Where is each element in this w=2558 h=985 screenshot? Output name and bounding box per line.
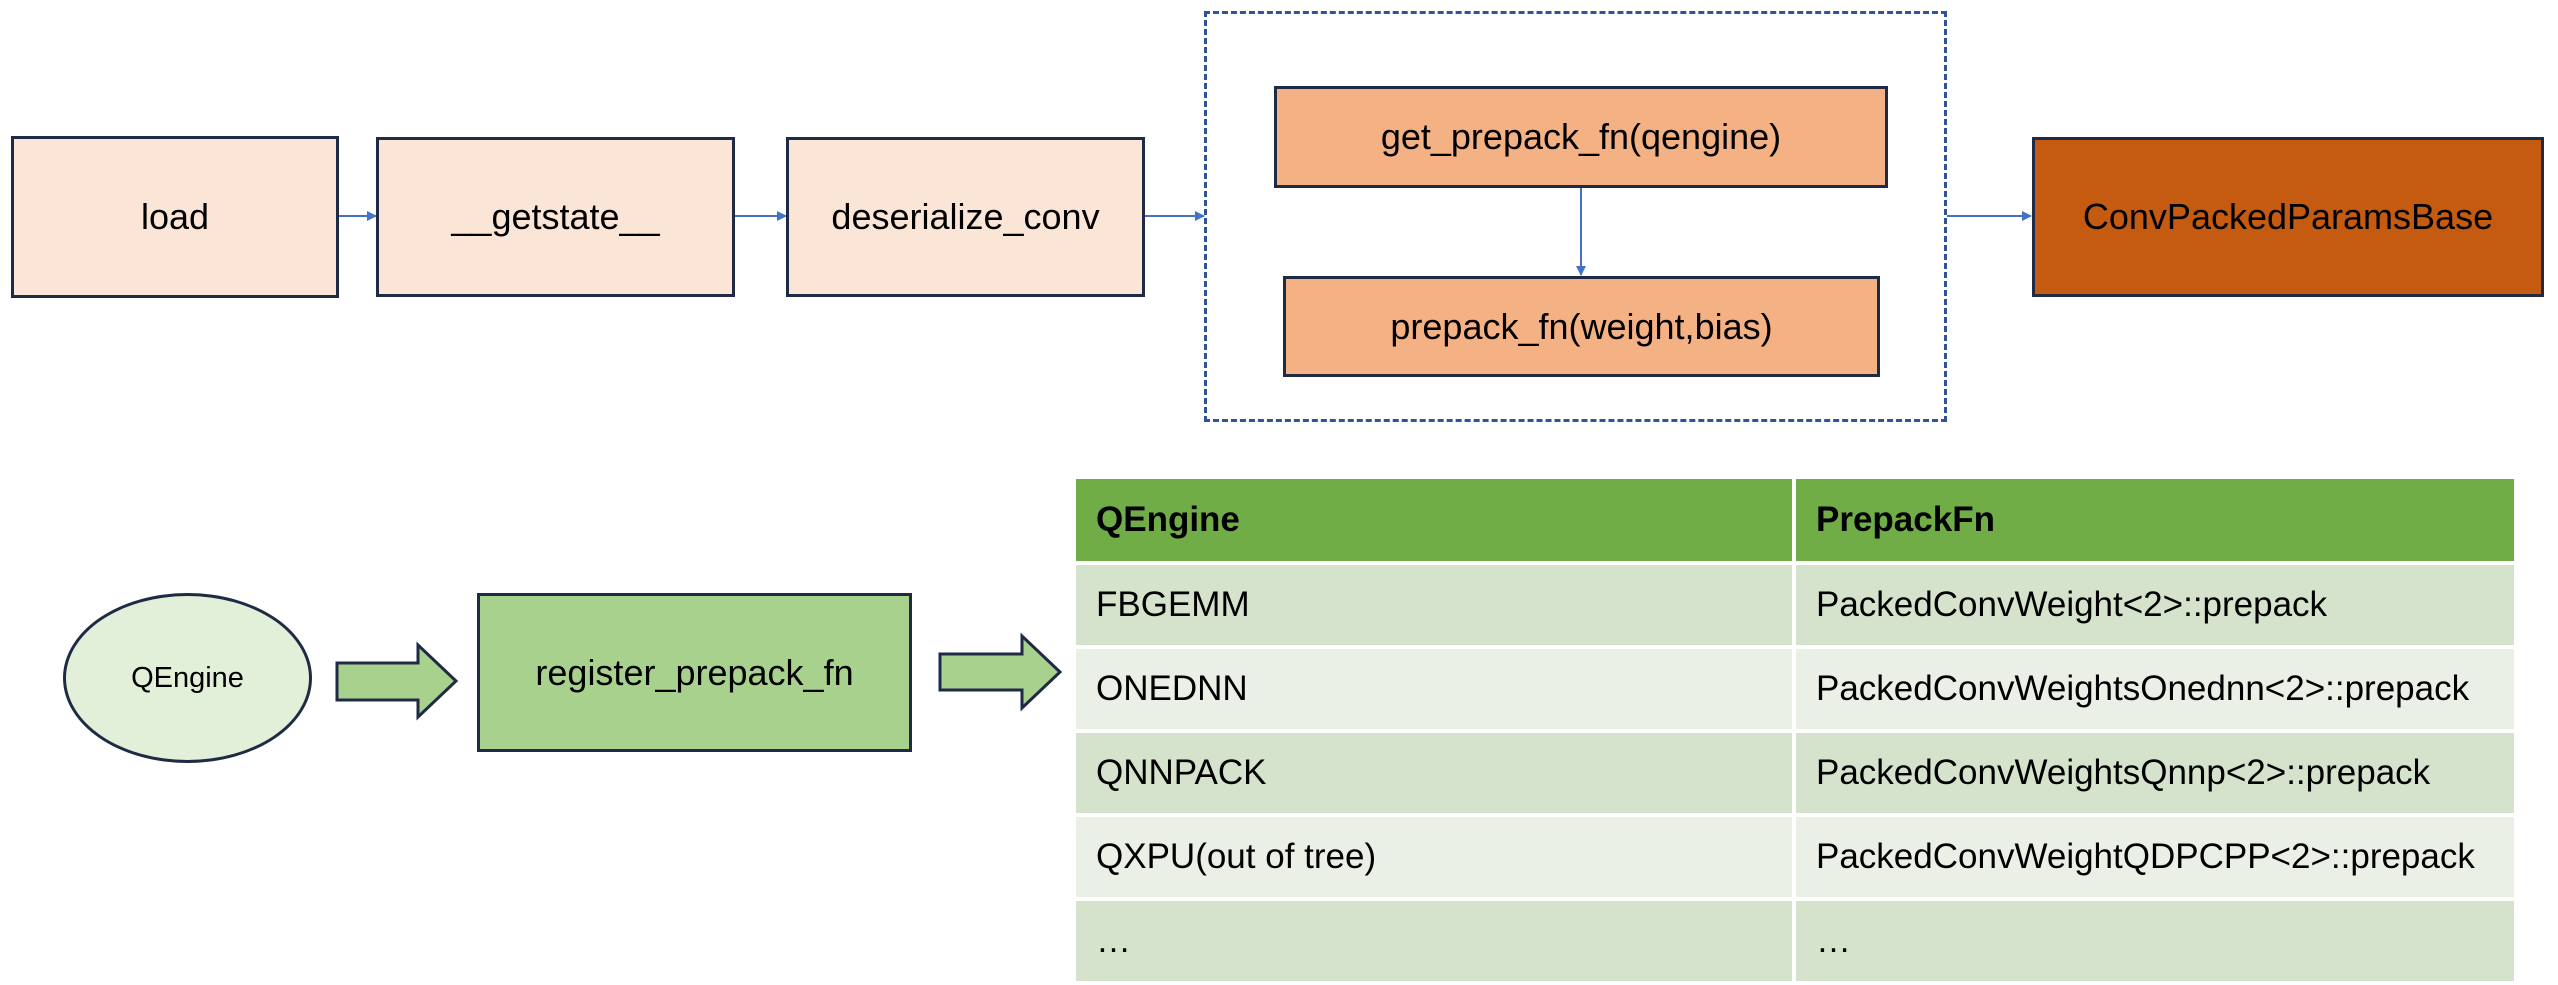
qengine-label: QEngine <box>131 661 244 694</box>
table-row: … … <box>1072 897 2518 985</box>
engine-cell: ONEDNN <box>1072 645 1796 733</box>
block-arrow-register-to-table <box>938 632 1063 712</box>
load-label: load <box>140 196 210 237</box>
table-row: FBGEMM PackedConvWeight<2>::prepack <box>1072 561 2518 649</box>
header-prepackfn: PrepackFn <box>1792 475 2518 565</box>
qengine-prepack-table: QEngine PrepackFn FBGEMM PackedConvWeigh… <box>1072 475 2518 985</box>
engine-cell: QNNPACK <box>1072 729 1796 817</box>
engine-cell: FBGEMM <box>1072 561 1796 649</box>
prepack-cell: … <box>1792 897 2518 985</box>
prepack-fn-label: prepack_fn(weight,bias) <box>1390 305 1773 347</box>
prepack-cell: PackedConvWeightQDPCPP<2>::prepack <box>1792 813 2518 901</box>
qengine-ellipse: QEngine <box>63 593 312 763</box>
block-arrow-qengine-to-register <box>335 641 459 721</box>
table-row: QNNPACK PackedConvWeightsQnnp<2>::prepac… <box>1072 729 2518 817</box>
engine-cell: QXPU(out of tree) <box>1072 813 1796 901</box>
deserialize-label: deserialize_conv <box>831 196 1100 237</box>
conv-packed-params-label: ConvPackedParamsBase <box>2082 196 2494 237</box>
load-box: load <box>11 136 339 298</box>
engine-cell: … <box>1072 897 1796 985</box>
table-row: ONEDNN PackedConvWeightsOnednn<2>::prepa… <box>1072 645 2518 733</box>
deserialize-box: deserialize_conv <box>786 137 1145 297</box>
table-row: QXPU(out of tree) PackedConvWeightQDPCPP… <box>1072 813 2518 901</box>
conv-packed-params-box: ConvPackedParamsBase <box>2032 137 2544 297</box>
register-prepack-fn-box: register_prepack_fn <box>477 593 912 752</box>
prepack-group-dashed <box>1204 11 1947 422</box>
prepack-cell: PackedConvWeightsOnednn<2>::prepack <box>1792 645 2518 733</box>
prepack-cell: PackedConvWeightsQnnp<2>::prepack <box>1792 729 2518 817</box>
getstate-label: __getstate__ <box>451 196 660 237</box>
table-header-row: QEngine PrepackFn <box>1072 475 2518 565</box>
getstate-box: __getstate__ <box>376 137 735 297</box>
prepack-fn-box: prepack_fn(weight,bias) <box>1283 276 1880 377</box>
get-prepack-fn-label: get_prepack_fn(qengine) <box>1380 116 1782 157</box>
get-prepack-fn-box: get_prepack_fn(qengine) <box>1274 86 1888 188</box>
prepack-cell: PackedConvWeight<2>::prepack <box>1792 561 2518 649</box>
register-prepack-fn-label: register_prepack_fn <box>535 651 854 693</box>
header-qengine: QEngine <box>1072 475 1796 565</box>
